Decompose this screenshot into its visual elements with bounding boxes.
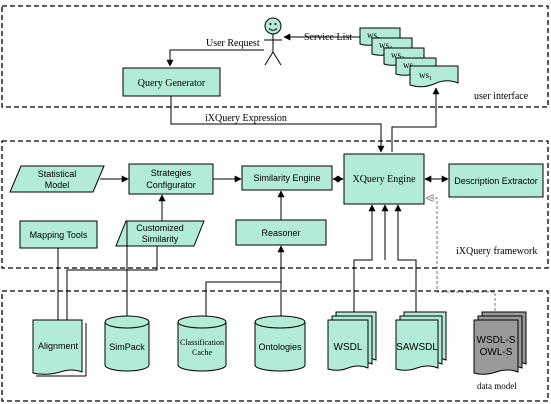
customized-down-line: [66, 246, 158, 320]
simpack-node: SimPack: [104, 315, 150, 372]
sawsdl-to-xquery-arrow: [394, 204, 417, 312]
sawsdl-label: SAWSDL: [396, 342, 438, 353]
user-interface-layer: [1, 5, 549, 108]
svg-text:WSDL-S: WSDL-S: [477, 335, 516, 346]
alignment-node: [32, 319, 83, 375]
mapping-tools-label: Mapping Tools: [30, 230, 88, 240]
data-model-label: data model: [477, 381, 517, 391]
wsdl-to-xquery-arrow: [353, 204, 376, 312]
svg-text:Customized: Customized: [136, 223, 184, 233]
reasoner-node: [235, 219, 327, 246]
query-generator-node: [122, 67, 221, 97]
svg-text:OWL-S: OWL-S: [480, 347, 513, 358]
ixquery-expression-label: iXQuery Expression: [205, 113, 287, 124]
svg-text:Configurator: Configurator: [146, 180, 196, 190]
owls-to-xquery-dashed-arrow: [427, 198, 496, 311]
xquery-engine-label: XQuery Engine: [352, 174, 416, 185]
svg-text:Statistical: Statistical: [38, 169, 77, 179]
cache-to-reasoner-arrow: [205, 245, 285, 316]
user-interface-label: user interface: [474, 91, 529, 102]
wsdl-label: WSDL: [334, 342, 363, 353]
simpack-label: SimPack: [109, 342, 145, 352]
user-request-label: User Request: [206, 38, 260, 49]
user-icon: [264, 17, 282, 66]
data-model-layer: [1, 290, 549, 402]
alignment-label: Alignment: [38, 341, 79, 351]
wsdl-s-owl-s-node: WSDL-S OWL-S: [473, 311, 527, 375]
ontologies-node: Ontologies: [254, 315, 306, 372]
svg-text:ws1: ws1: [419, 70, 432, 82]
svg-text:Similarity: Similarity: [142, 234, 179, 244]
svg-text:Cache: Cache: [192, 348, 212, 357]
ixquery-framework-layer: [1, 140, 549, 269]
ixquery-expression-arrow: [170, 96, 385, 153]
user-request-arrow: [166, 49, 264, 67]
wsdl-node: WSDL: [327, 311, 377, 371]
reasoner-label: Reasoner: [261, 228, 300, 238]
similarity-engine-node: [241, 165, 333, 191]
query-generator-label: Query Generator: [138, 78, 206, 89]
classification-cache-node: Classification Cache: [177, 315, 227, 372]
xquery-engine-node: [343, 153, 425, 205]
ws-doc-1: ws1: [409, 65, 459, 88]
customized-similarity-node: [115, 220, 205, 247]
mapping-tools-node: [19, 220, 98, 249]
description-extractor-node: [448, 163, 544, 198]
ixquery-framework-label: iXQuery framework: [456, 246, 537, 257]
similarity-engine-label: Similarity Engine: [253, 173, 320, 183]
ontologies-label: Ontologies: [258, 342, 302, 352]
svg-text:Model: Model: [45, 180, 70, 190]
statistical-model-node: [9, 165, 105, 193]
svg-text:Strategies: Strategies: [151, 168, 192, 178]
sawsdl-node: SAWSDL: [395, 311, 447, 371]
description-extractor-label: Description Extractor: [454, 176, 538, 186]
ws-document-stack: wsn ws4 ws3 ws2 ws1: [359, 27, 459, 88]
results-to-service-list-arrow: [391, 87, 440, 152]
svg-text:Classification: Classification: [180, 338, 224, 347]
